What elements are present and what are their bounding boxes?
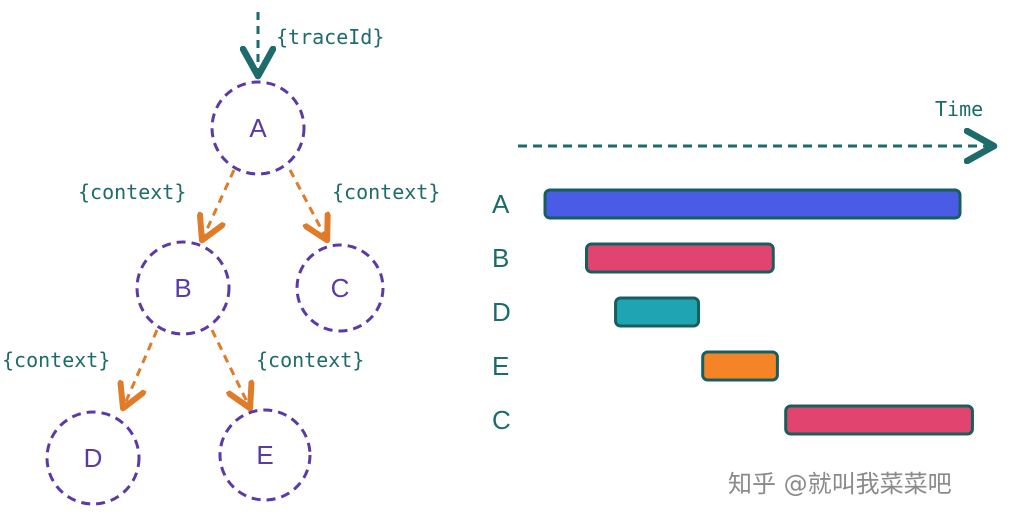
edge-label-b-to-d: {context} [2,348,110,372]
node-a: A [210,80,306,176]
node-d: D [45,410,141,506]
edge-b-to-d [124,329,159,406]
row-label-e: E [492,351,509,381]
time-axis-label: Time [935,97,983,121]
row-label-b: B [492,243,509,273]
row-label-c: C [492,405,511,435]
node-c: C [295,243,385,333]
node-b: B [135,240,231,336]
edge-a-to-c [288,169,326,238]
entry-label: {traceId} [276,25,384,49]
edge-b-to-e [210,329,249,406]
span-bar-e [701,350,779,382]
node-d-label: D [84,443,103,473]
edge-label-b-to-e: {context} [256,348,364,372]
span-bar-a [543,188,962,220]
node-e-label: E [256,440,273,470]
watermark: 知乎 @就叫我菜菜吧 [728,470,952,498]
span-bar-c [784,404,974,436]
node-e: E [218,408,312,502]
edge-a-to-b [203,169,236,238]
edge-label-a-to-c: {context} [332,180,440,204]
node-b-label: B [174,273,191,303]
span-bar-d [614,296,701,328]
trace-tree: {traceId} {context} {context} {context} … [2,12,440,506]
node-c-label: C [331,273,350,303]
span-bar-b [585,242,775,274]
row-label-d: D [492,297,511,327]
row-label-a: A [492,189,510,219]
edge-label-a-to-b: {context} [78,180,186,204]
node-a-label: A [249,113,267,143]
